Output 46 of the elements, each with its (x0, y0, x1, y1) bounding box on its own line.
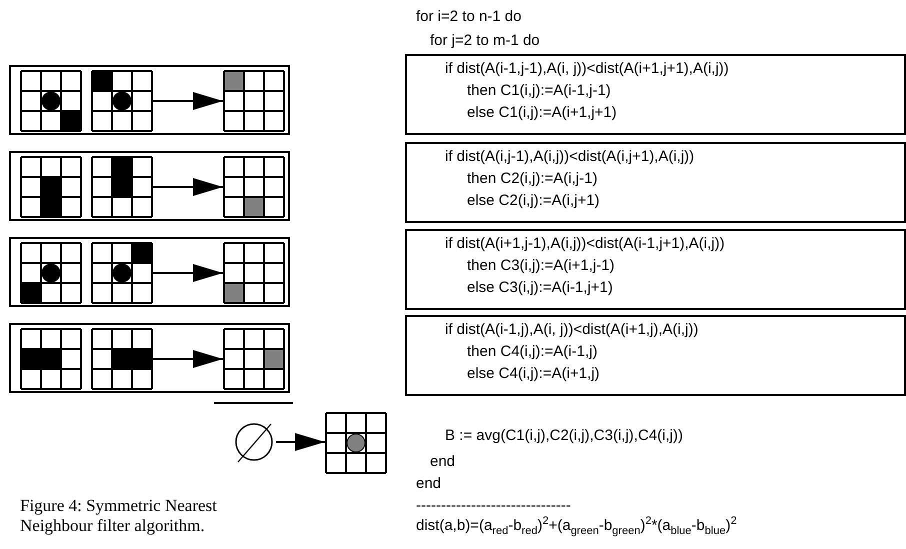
panel-frame (9, 323, 290, 393)
code-line: end (430, 452, 456, 472)
figure-caption: Figure 4: Symmetric Nearest Neighbour filter algorithm. (20, 496, 218, 536)
loop-header: for i=2 to n-1 do (416, 7, 522, 27)
code-line: if dist(A(i-1,j-1),A(i, j))<dist(A(i+1,j+1),A(i,j)) (444, 59, 730, 79)
arrow (153, 92, 223, 110)
pixel-grid-drawing (20, 328, 82, 390)
panel-frame (9, 151, 290, 221)
pixel-grid-drawing (325, 412, 387, 474)
code-line: else C1(i,j):=A(i+1,j+1) (466, 103, 618, 123)
pixel-grid-drawing (223, 328, 285, 390)
code-line: B := avg(C1(i,j),C2(i,j),C3(i,j),C4(i,j)) (445, 426, 683, 446)
code-box (405, 315, 906, 396)
separator-line: ------------------------------- (416, 496, 571, 516)
code-line: else C4(i,j):=A(i+1,j) (466, 364, 601, 384)
pixel-grid-drawing (91, 156, 153, 218)
code-line: then C3(i,j):=A(i+1,j-1) (466, 256, 616, 276)
pixel-grid-drawing (91, 70, 153, 132)
arrow (153, 350, 223, 368)
pixel-grid-drawing (91, 242, 153, 304)
code-line: if dist(A(i-1,j),A(i, j))<dist(A(i+1,j),A(i,j)) (444, 320, 700, 340)
code-line: then C4(i,j):=A(i-1,j) (466, 342, 598, 362)
pixel-grid-drawing (20, 242, 82, 304)
code-line: else C3(i,j):=A(i-1,j+1) (466, 278, 614, 298)
code-line: then C1(i,j):=A(i-1,j-1) (466, 81, 612, 101)
code-box (405, 142, 906, 223)
arrow (153, 178, 223, 196)
code-line: if dist(A(i+1,j-1),A(i,j))<dist(A(i-1,j+1),A(i,j)) (444, 234, 726, 254)
code-line: if dist(A(i,j-1),A(i,j))<dist(A(i,j+1),A(i,j)) (444, 147, 696, 167)
pixel-grid-drawing (223, 70, 285, 132)
pixel-grid-drawing (91, 328, 153, 390)
loop-header: for j=2 to m-1 do (430, 31, 540, 51)
pixel-grid-drawing (20, 156, 82, 218)
code-line: then C2(i,j):=A(i,j-1) (466, 169, 598, 189)
code-line: else C2(i,j):=A(i,j+1) (466, 191, 601, 211)
code-box (405, 54, 906, 135)
panel-frame (9, 237, 290, 307)
pixel-grid-drawing (223, 156, 285, 218)
panel-frame (9, 65, 290, 135)
arrow (153, 264, 223, 282)
code-line: end (416, 474, 442, 494)
formula: dist(a,b)=(a$_{red}$-b$_{red}$)$^{2}$+(a$_{green}$-b$_{green}$)$^{2}$*(a$_{blue}$-b$_{blue}$)$^{2}$ (416, 516, 737, 536)
arrow (276, 433, 325, 451)
code-box (405, 229, 906, 310)
pixel-grid-drawing (20, 70, 82, 132)
pixel-grid-drawing (223, 242, 285, 304)
